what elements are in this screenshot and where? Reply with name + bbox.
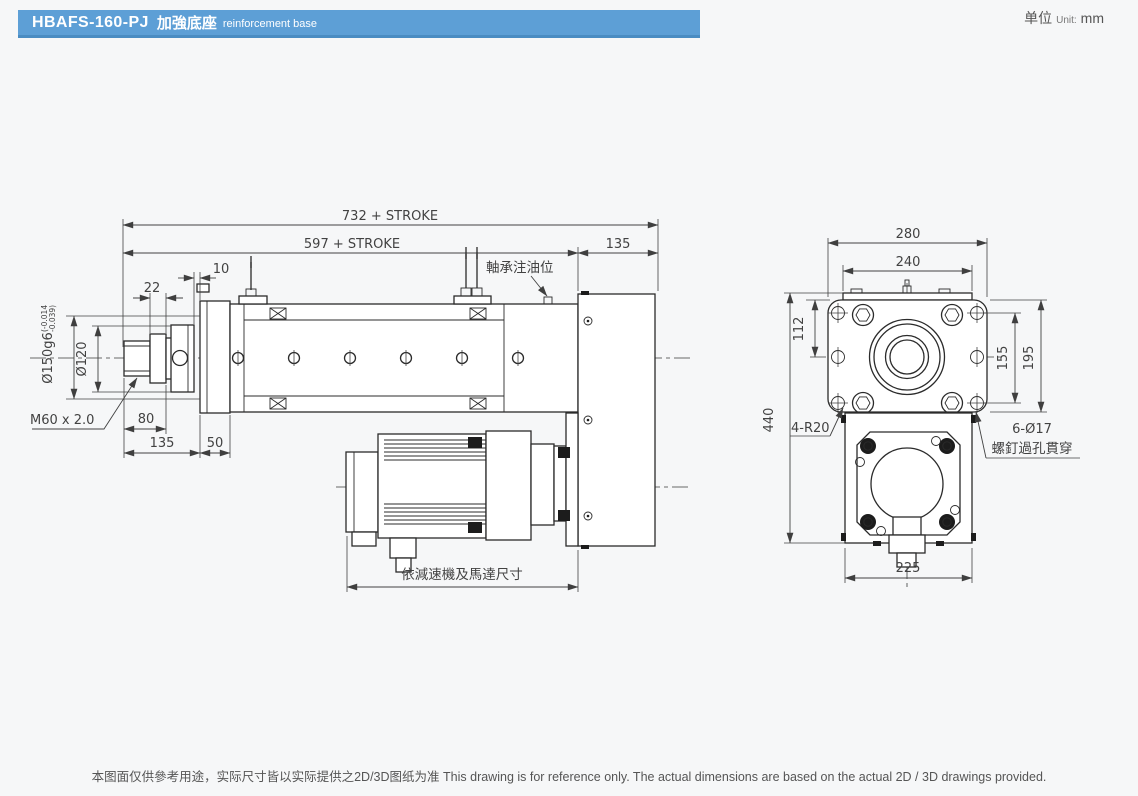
motor-fins-bottom xyxy=(384,503,486,525)
flange-face xyxy=(827,299,988,415)
label-corner-radius: 4-R20 xyxy=(791,421,830,436)
unit-value: mm xyxy=(1080,10,1104,26)
motor-body-circle xyxy=(870,447,944,521)
disclaimer: 本图面仅供參考用途，实际尺寸皆以实际提供之2D/3D图纸为准 This draw… xyxy=(0,766,1138,785)
dim-body-length: 597 + STROKE xyxy=(304,237,400,252)
shaft-end-assembly xyxy=(123,324,195,393)
dim-motor-note: 依減速機及馬達尺寸 xyxy=(401,566,523,583)
dim-pilot-diameter: Ø120 xyxy=(75,341,90,376)
unit-note: 单位 Unit: mm xyxy=(1024,8,1104,28)
svg-text:(-0.014: (-0.014 xyxy=(40,305,49,332)
dim-thread: M60 x 2.0 xyxy=(30,413,94,428)
seal-symbols xyxy=(269,307,487,410)
title-bar: HBAFS-160-PJ 加強底座 reinforcement base xyxy=(18,10,700,38)
product-model: HBAFS-160-PJ xyxy=(32,13,149,31)
sensor-pins-rear xyxy=(453,247,492,305)
sensor-pin-front xyxy=(238,256,268,305)
end-view-dimensions: 280 240 112 155 195 440 xyxy=(762,227,1080,583)
dim-housing-width: 135 xyxy=(606,237,631,252)
dim-shaft-diameter: Ø150g6 (-0.014 -0.039) xyxy=(40,305,57,384)
disclaimer-en: This drawing is for reference only. The … xyxy=(443,770,1047,784)
motor-end-view xyxy=(841,412,976,568)
motor-edge-nubs xyxy=(841,415,976,546)
dim-overall-length: 732 + STROKE xyxy=(342,209,438,224)
unit-label-cn: 单位 xyxy=(1024,10,1053,26)
motor-connector xyxy=(389,537,417,573)
dim-hole-spacing: 155 xyxy=(996,346,1011,371)
dim-shaft-length: 80 xyxy=(138,412,155,427)
motor-corner-screws xyxy=(855,436,960,536)
dim-top-to-center: 112 xyxy=(792,317,807,342)
motor-end-connector xyxy=(888,516,926,568)
sensor-bracket xyxy=(196,283,210,293)
dim-plate-width: 240 xyxy=(896,255,921,270)
front-flange-block xyxy=(196,283,231,414)
dim-cap-gap: 10 xyxy=(213,262,230,277)
dim-front-length: 135 xyxy=(150,436,175,451)
dim-collar: 22 xyxy=(144,281,161,296)
central-bore xyxy=(868,318,946,396)
label-hole-count: 6-Ø17 xyxy=(1012,422,1052,437)
axis-port-circles xyxy=(231,350,525,366)
front-plate-hole xyxy=(171,349,189,367)
grease-nipple xyxy=(543,296,553,305)
side-view: 732 + STROKE 597 + STROKE 135 10 22 Ø150… xyxy=(30,209,692,592)
label-hole-note: 螺釘過孔貫穿 xyxy=(992,440,1073,457)
label-grease-port: 軸承注油位 xyxy=(486,260,554,276)
housing-screws xyxy=(583,316,593,521)
dim-overall-height: 440 xyxy=(762,408,777,433)
product-name-en: reinforcement base xyxy=(222,18,318,30)
end-view: 280 240 112 155 195 440 xyxy=(762,227,1080,588)
svg-text:-0.039): -0.039) xyxy=(48,305,57,332)
motor-fins-top xyxy=(384,439,486,461)
svg-text:Ø150g6: Ø150g6 xyxy=(41,332,56,384)
product-name-cn: 加強底座 xyxy=(156,15,217,32)
dim-flange-height: 195 xyxy=(1022,346,1037,371)
drive-housing xyxy=(577,291,656,549)
motor-gearbox xyxy=(345,412,579,573)
side-view-dimensions: 732 + STROKE 597 + STROKE 135 10 22 Ø150… xyxy=(30,209,659,592)
dim-flange-width: 50 xyxy=(207,436,224,451)
unit-label-en: Unit: xyxy=(1056,15,1077,26)
disclaimer-cn: 本图面仅供參考用途，实际尺寸皆以实际提供之2D/3D图纸为准 xyxy=(91,770,440,784)
mount-plate-top xyxy=(842,279,973,301)
cylinder-body xyxy=(229,247,579,413)
dim-flange-outer-width: 280 xyxy=(896,227,921,242)
dim-motor-width: 225 xyxy=(896,561,921,576)
